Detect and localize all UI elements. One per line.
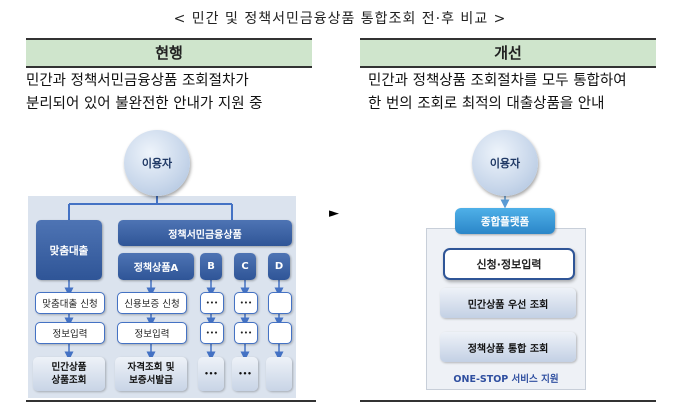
improved-header: 개선 bbox=[360, 38, 656, 68]
b-step1-box: ••• bbox=[200, 292, 224, 314]
private-query-line1: 민간상품 bbox=[51, 362, 87, 373]
current-header: 현행 bbox=[26, 38, 312, 68]
platform-box: 종합플랫폼 bbox=[455, 208, 555, 234]
c-result-ellipsis: ••• bbox=[238, 369, 252, 378]
c-result-box: ••• bbox=[232, 357, 258, 391]
current-bottom-rule bbox=[26, 400, 316, 402]
c-step2-ellipsis: ••• bbox=[239, 329, 253, 337]
b-step1-ellipsis: ••• bbox=[205, 299, 219, 307]
policy-a-box: 정책상품A bbox=[118, 253, 194, 280]
current-description: 민간과 정책서민금융상품 조회절차가 분리되어 있어 불완전한 안내가 지원 중 bbox=[26, 70, 326, 116]
improved-user-node: 이용자 bbox=[472, 130, 538, 196]
private-first-query-box: 민간상품 우선 조회 bbox=[440, 288, 576, 318]
d-step2-box bbox=[268, 322, 292, 344]
private-query-line2: 상품조회 bbox=[51, 375, 87, 386]
current-description-line2: 분리되어 있어 불완전한 안내가 지원 중 bbox=[26, 96, 263, 112]
b-result-box: ••• bbox=[198, 357, 224, 391]
c-step1-ellipsis: ••• bbox=[239, 299, 253, 307]
credit-guarantee-apply-label: 신용보증 신청 bbox=[124, 299, 180, 310]
improved-bottom-rule bbox=[360, 400, 656, 402]
policy-c-box: C bbox=[234, 253, 256, 280]
c-step2-box: ••• bbox=[234, 322, 258, 344]
custom-loan-label: 맞춤대출 bbox=[49, 244, 89, 257]
qualification-line2: 보증서발급 bbox=[129, 375, 173, 386]
policy-products-box: 정책서민금융상품 bbox=[118, 220, 292, 246]
transition-arrow-icon: ► bbox=[329, 206, 339, 221]
credit-guarantee-apply-box: 신용보증 신청 bbox=[117, 292, 187, 314]
current-user-label: 이용자 bbox=[141, 157, 173, 170]
page-title: < 민간 및 정책서민금융상품 통합조회 전·후 비교 > bbox=[173, 11, 507, 27]
policy-d-box: D bbox=[268, 253, 290, 280]
custom-info-input-box: 정보입력 bbox=[35, 322, 105, 344]
policy-products-label: 정책서민금융상품 bbox=[168, 229, 242, 241]
policy-d-label: D bbox=[274, 261, 284, 272]
policy-integrated-query-label: 정책상품 통합 조회 bbox=[467, 343, 549, 355]
custom-loan-box: 맞춤대출 bbox=[36, 220, 102, 280]
policy-info-input-box: 정보입력 bbox=[117, 322, 187, 344]
policy-a-label: 정책상품A bbox=[133, 263, 179, 274]
improved-description-line2: 한 번의 조회로 최적의 대출상품을 안내 bbox=[368, 96, 605, 112]
d-step1-box bbox=[268, 292, 292, 314]
improved-user-label: 이용자 bbox=[489, 157, 521, 170]
qualification-line1: 자격조회 및 bbox=[127, 362, 175, 373]
apply-input-label: 신청·정보입력 bbox=[476, 258, 542, 271]
b-result-ellipsis: ••• bbox=[204, 369, 218, 378]
current-description-line1: 민간과 정책서민금융상품 조회절차가 bbox=[26, 73, 249, 89]
b-step2-box: ••• bbox=[200, 322, 224, 344]
c-step1-box: ••• bbox=[234, 292, 258, 314]
one-stop-label: ONE-STOP 서비스 지원 bbox=[453, 374, 559, 385]
private-first-query-label: 민간상품 우선 조회 bbox=[467, 299, 549, 311]
custom-info-input-label: 정보입력 bbox=[52, 329, 88, 340]
policy-info-input-label: 정보입력 bbox=[134, 329, 170, 340]
improved-description-line1: 민간과 정책상품 조회절차를 모두 통합하여 bbox=[368, 73, 627, 89]
policy-c-label: C bbox=[241, 261, 249, 272]
platform-label: 종합플랫폼 bbox=[480, 215, 530, 228]
policy-b-box: B bbox=[200, 253, 222, 280]
qualification-box: 자격조회 및 보증서발급 bbox=[115, 357, 187, 391]
improved-description: 민간과 정책상품 조회절차를 모두 통합하여 한 번의 조회로 최적의 대출상품… bbox=[368, 70, 668, 116]
b-step2-ellipsis: ••• bbox=[205, 329, 219, 337]
d-result-box bbox=[266, 357, 292, 391]
custom-loan-apply-box: 맞춤대출 신청 bbox=[35, 292, 105, 314]
apply-input-box: 신청·정보입력 bbox=[443, 248, 575, 280]
policy-b-label: B bbox=[207, 261, 215, 272]
policy-integrated-query-box: 정책상품 통합 조회 bbox=[440, 332, 576, 362]
custom-loan-apply-label: 맞춤대출 신청 bbox=[42, 299, 98, 310]
private-product-query-box: 민간상품 상품조회 bbox=[33, 357, 105, 391]
current-user-node: 이용자 bbox=[124, 130, 190, 196]
